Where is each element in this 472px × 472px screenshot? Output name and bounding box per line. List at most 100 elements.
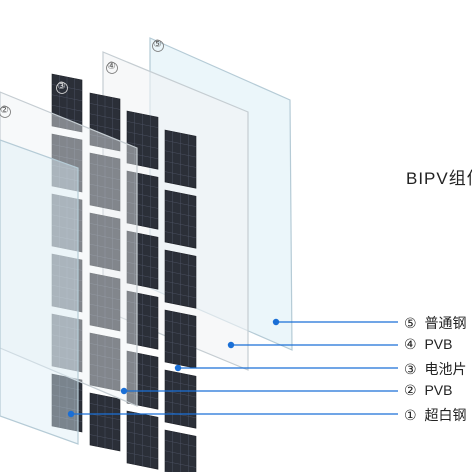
cell-gridline — [51, 284, 83, 292]
cell-gridline — [89, 254, 121, 261]
cell-gridline — [126, 261, 159, 269]
cell-gridline — [164, 440, 197, 447]
cell-gridline — [51, 204, 83, 211]
cell-gridline — [89, 374, 121, 381]
cell-gridline — [126, 332, 159, 340]
cell-gridline — [164, 270, 197, 278]
cell-gridline — [126, 251, 159, 259]
cell-gridline — [89, 163, 121, 170]
layer-3-number: ③ — [57, 81, 66, 92]
cell-gridline — [89, 194, 121, 201]
legend-label-3: 电池片 — [424, 361, 467, 377]
cell-gridline — [89, 283, 121, 290]
cell-gridline — [126, 181, 159, 188]
cell-gridline — [51, 264, 83, 271]
cell-gridline — [126, 121, 159, 128]
cell-gridline — [51, 324, 83, 331]
cell-gridline — [126, 421, 159, 428]
glass-layer-1 — [0, 139, 79, 445]
cell-gridline — [164, 400, 197, 408]
legend-item-5: ⑤ 普通钢 — [404, 313, 466, 333]
cell-gridline — [51, 94, 83, 102]
layer-5-number: ⑤ — [153, 39, 162, 50]
cell-gridline — [51, 394, 83, 402]
cell-gridline — [164, 231, 197, 239]
leader-dot-5 — [272, 318, 280, 326]
cell-gridline — [164, 460, 197, 468]
cell-gridline — [51, 144, 83, 151]
cell-gridline — [51, 274, 83, 282]
legend-label-2: PVB — [424, 382, 453, 398]
cell-gridline — [126, 272, 159, 280]
cell-gridline — [89, 103, 121, 110]
leader-dots — [67, 318, 280, 418]
cell-gridline — [89, 173, 121, 181]
marker-circle-4 — [106, 62, 118, 74]
cell-gridline — [164, 260, 197, 267]
cell-gridline — [126, 311, 159, 319]
cell-gridline — [164, 320, 197, 327]
cell-gridline — [89, 243, 121, 251]
cell-gridline — [126, 361, 159, 368]
leader-dot-4 — [227, 341, 235, 349]
cell-gridline — [51, 164, 83, 172]
solar-cell-grid — [51, 73, 197, 472]
cell-gridline — [126, 431, 159, 439]
layer-2-number: ② — [0, 105, 9, 116]
cell-gridline — [126, 321, 159, 329]
legend-number-3: ③ — [404, 361, 417, 377]
cell-gridline — [89, 363, 121, 371]
diagram-title: BIPV组件 — [406, 169, 472, 188]
cell-gridline — [89, 293, 121, 301]
legend-item-4: ④ PVB — [404, 336, 452, 353]
layer-4-number: ④ — [107, 61, 116, 72]
cell-gridline — [89, 353, 121, 361]
legend-label-4: PVB — [424, 336, 453, 352]
cell-gridline — [164, 330, 197, 338]
cell-gridline — [126, 371, 159, 379]
cell-gridline — [164, 280, 197, 288]
cell-gridline — [126, 201, 159, 209]
cell-gridline — [126, 301, 159, 308]
leader-lines — [71, 321, 398, 415]
cell-gridline — [51, 334, 83, 342]
cell-gridline — [164, 140, 197, 147]
legend-label-5: 普通钢 — [424, 315, 467, 331]
leader-dot-3 — [174, 364, 182, 372]
cell-gridline — [164, 150, 197, 158]
legend-number-2: ② — [404, 382, 417, 398]
cell-gridline — [164, 171, 197, 179]
cell-gridline — [126, 241, 159, 248]
cell-gridline — [51, 355, 83, 362]
cell-gridline — [51, 404, 83, 412]
cell-gridline — [126, 141, 159, 149]
cell-gridline — [51, 224, 83, 232]
cell-gridline — [164, 411, 197, 419]
legend-item-1: ① 超白钢 — [404, 405, 466, 425]
leader-dot-1 — [67, 410, 75, 418]
cell-gridline — [89, 403, 121, 410]
legend-number-4: ④ — [404, 336, 417, 352]
cell-gridline — [126, 392, 159, 400]
cell-gridline — [51, 295, 83, 302]
cell-gridline — [164, 160, 197, 168]
cell-gridline — [164, 200, 197, 207]
cell-gridline — [89, 423, 121, 431]
marker-circle-2 — [0, 106, 11, 118]
cell-gridline — [126, 381, 159, 389]
cell-gridline — [51, 415, 83, 422]
cell-gridline — [126, 152, 159, 160]
cell-gridline — [89, 123, 121, 131]
legend-label-1: 超白钢 — [424, 407, 467, 423]
cell-gridline — [164, 390, 197, 398]
cell-gridline — [51, 384, 83, 391]
cell-gridline — [89, 314, 121, 321]
pvb-layer-2 — [0, 91, 138, 407]
cell-gridline — [164, 351, 197, 359]
cell-gridline — [89, 413, 121, 421]
legend-item-2: ② PVB — [404, 382, 452, 399]
cell-gridline — [164, 210, 197, 218]
layer-number-markers — [0, 40, 164, 118]
